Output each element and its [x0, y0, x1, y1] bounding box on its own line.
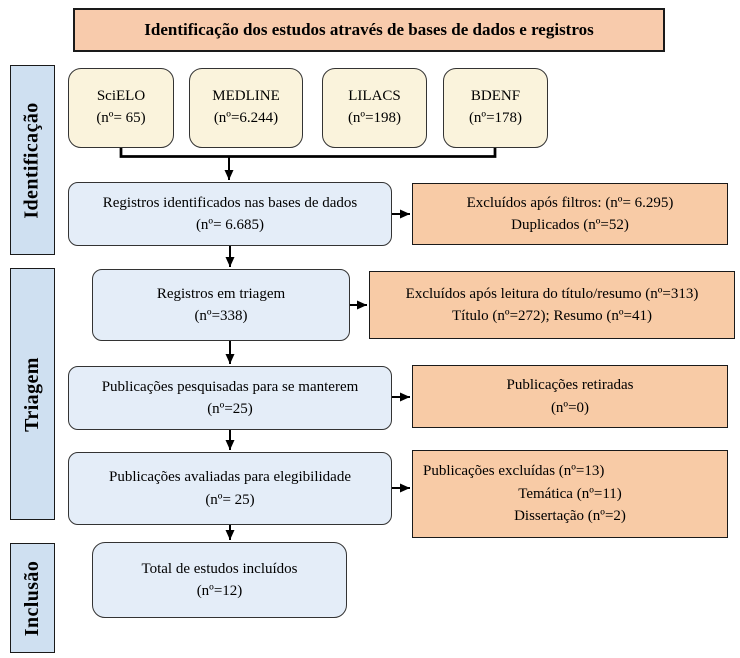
excluded-box-withdrawn: Publicações retiradas (nº=0)	[412, 365, 728, 428]
excluded-text: Publicações excluídas (nº=13)	[423, 463, 605, 480]
database-box-scielo: SciELO (nº= 65)	[68, 68, 174, 148]
database-name: LILACS	[348, 88, 401, 105]
flow-box-text: Total de estudos incluídos	[141, 560, 298, 577]
stage-label-text: Identificação	[21, 101, 44, 219]
stage-label-inclusao: Inclusão	[10, 543, 55, 653]
database-box-lilacs: LILACS (nº=198)	[322, 68, 427, 148]
database-count: (nº= 65)	[96, 110, 146, 126]
database-count: (nº=198)	[347, 110, 402, 126]
flow-box-retained: Publicações pesquisadas para se manterem…	[68, 366, 392, 430]
diagram-title: Identificação dos estudos através de bas…	[144, 20, 594, 39]
excluded-text: Publicações retiradas	[506, 377, 634, 393]
stage-label-text: Inclusão	[21, 560, 44, 636]
stage-label-triagem: Triagem	[10, 268, 55, 520]
database-count: (nº=178)	[468, 110, 523, 126]
flow-box-text: Publicações avaliadas para elegibilidade	[109, 469, 351, 485]
flow-box-count: (nº= 6.685)	[195, 217, 265, 233]
flow-box-included: Total de estudos incluídos (nº=12)	[92, 542, 347, 618]
flow-box-text: Registros identificados nas bases de dad…	[102, 194, 358, 211]
flow-box-count: (nº=25)	[207, 401, 253, 417]
flow-box-eligibility: Publicações avaliadas para elegibilidade…	[68, 452, 392, 525]
flow-box-text: Registros em triagem	[156, 285, 286, 302]
database-count: (nº=6.244)	[213, 110, 279, 126]
excluded-text: Duplicados (nº=52)	[511, 217, 629, 233]
database-name: SciELO	[96, 88, 146, 105]
excluded-box-title-abstract: Excluídos após leitura do título/resumo …	[369, 271, 735, 339]
excluded-text: Dissertação (nº=2)	[514, 508, 626, 525]
database-name: BDENF	[470, 88, 521, 105]
stage-label-identificacao: Identificação	[10, 65, 55, 255]
excluded-box-filters: Excluídos após filtros: (nº= 6.295) Dupl…	[412, 183, 728, 245]
diagram-title-box: Identificação dos estudos através de bas…	[73, 8, 665, 52]
excluded-text: (nº=0)	[550, 399, 590, 416]
excluded-text: Título (nº=272); Resumo (nº=41)	[452, 308, 652, 324]
excluded-box-excluded: Publicações excluídas (nº=13) Temática (…	[412, 450, 728, 538]
database-name: MEDLINE	[212, 88, 280, 105]
excluded-text: Temática (nº=11)	[518, 485, 622, 502]
excluded-text: Excluídos após filtros: (nº= 6.295)	[466, 194, 674, 211]
stage-label-text: Triagem	[21, 356, 44, 432]
flow-box-count: (nº= 25)	[205, 491, 255, 508]
database-box-bdenf: BDENF (nº=178)	[443, 68, 548, 148]
database-box-medline: MEDLINE (nº=6.244)	[189, 68, 303, 148]
flow-box-screening: Registros em triagem (nº=338)	[92, 269, 350, 341]
flow-box-count: (nº=12)	[196, 583, 243, 599]
flow-box-text: Publicações pesquisadas para se manterem	[101, 378, 359, 395]
excluded-text: Excluídos após leitura do título/resumo …	[405, 285, 699, 302]
flow-box-count: (nº=338)	[194, 308, 248, 324]
flow-box-identified: Registros identificados nas bases de dad…	[68, 182, 392, 246]
merge-connector	[119, 148, 497, 158]
